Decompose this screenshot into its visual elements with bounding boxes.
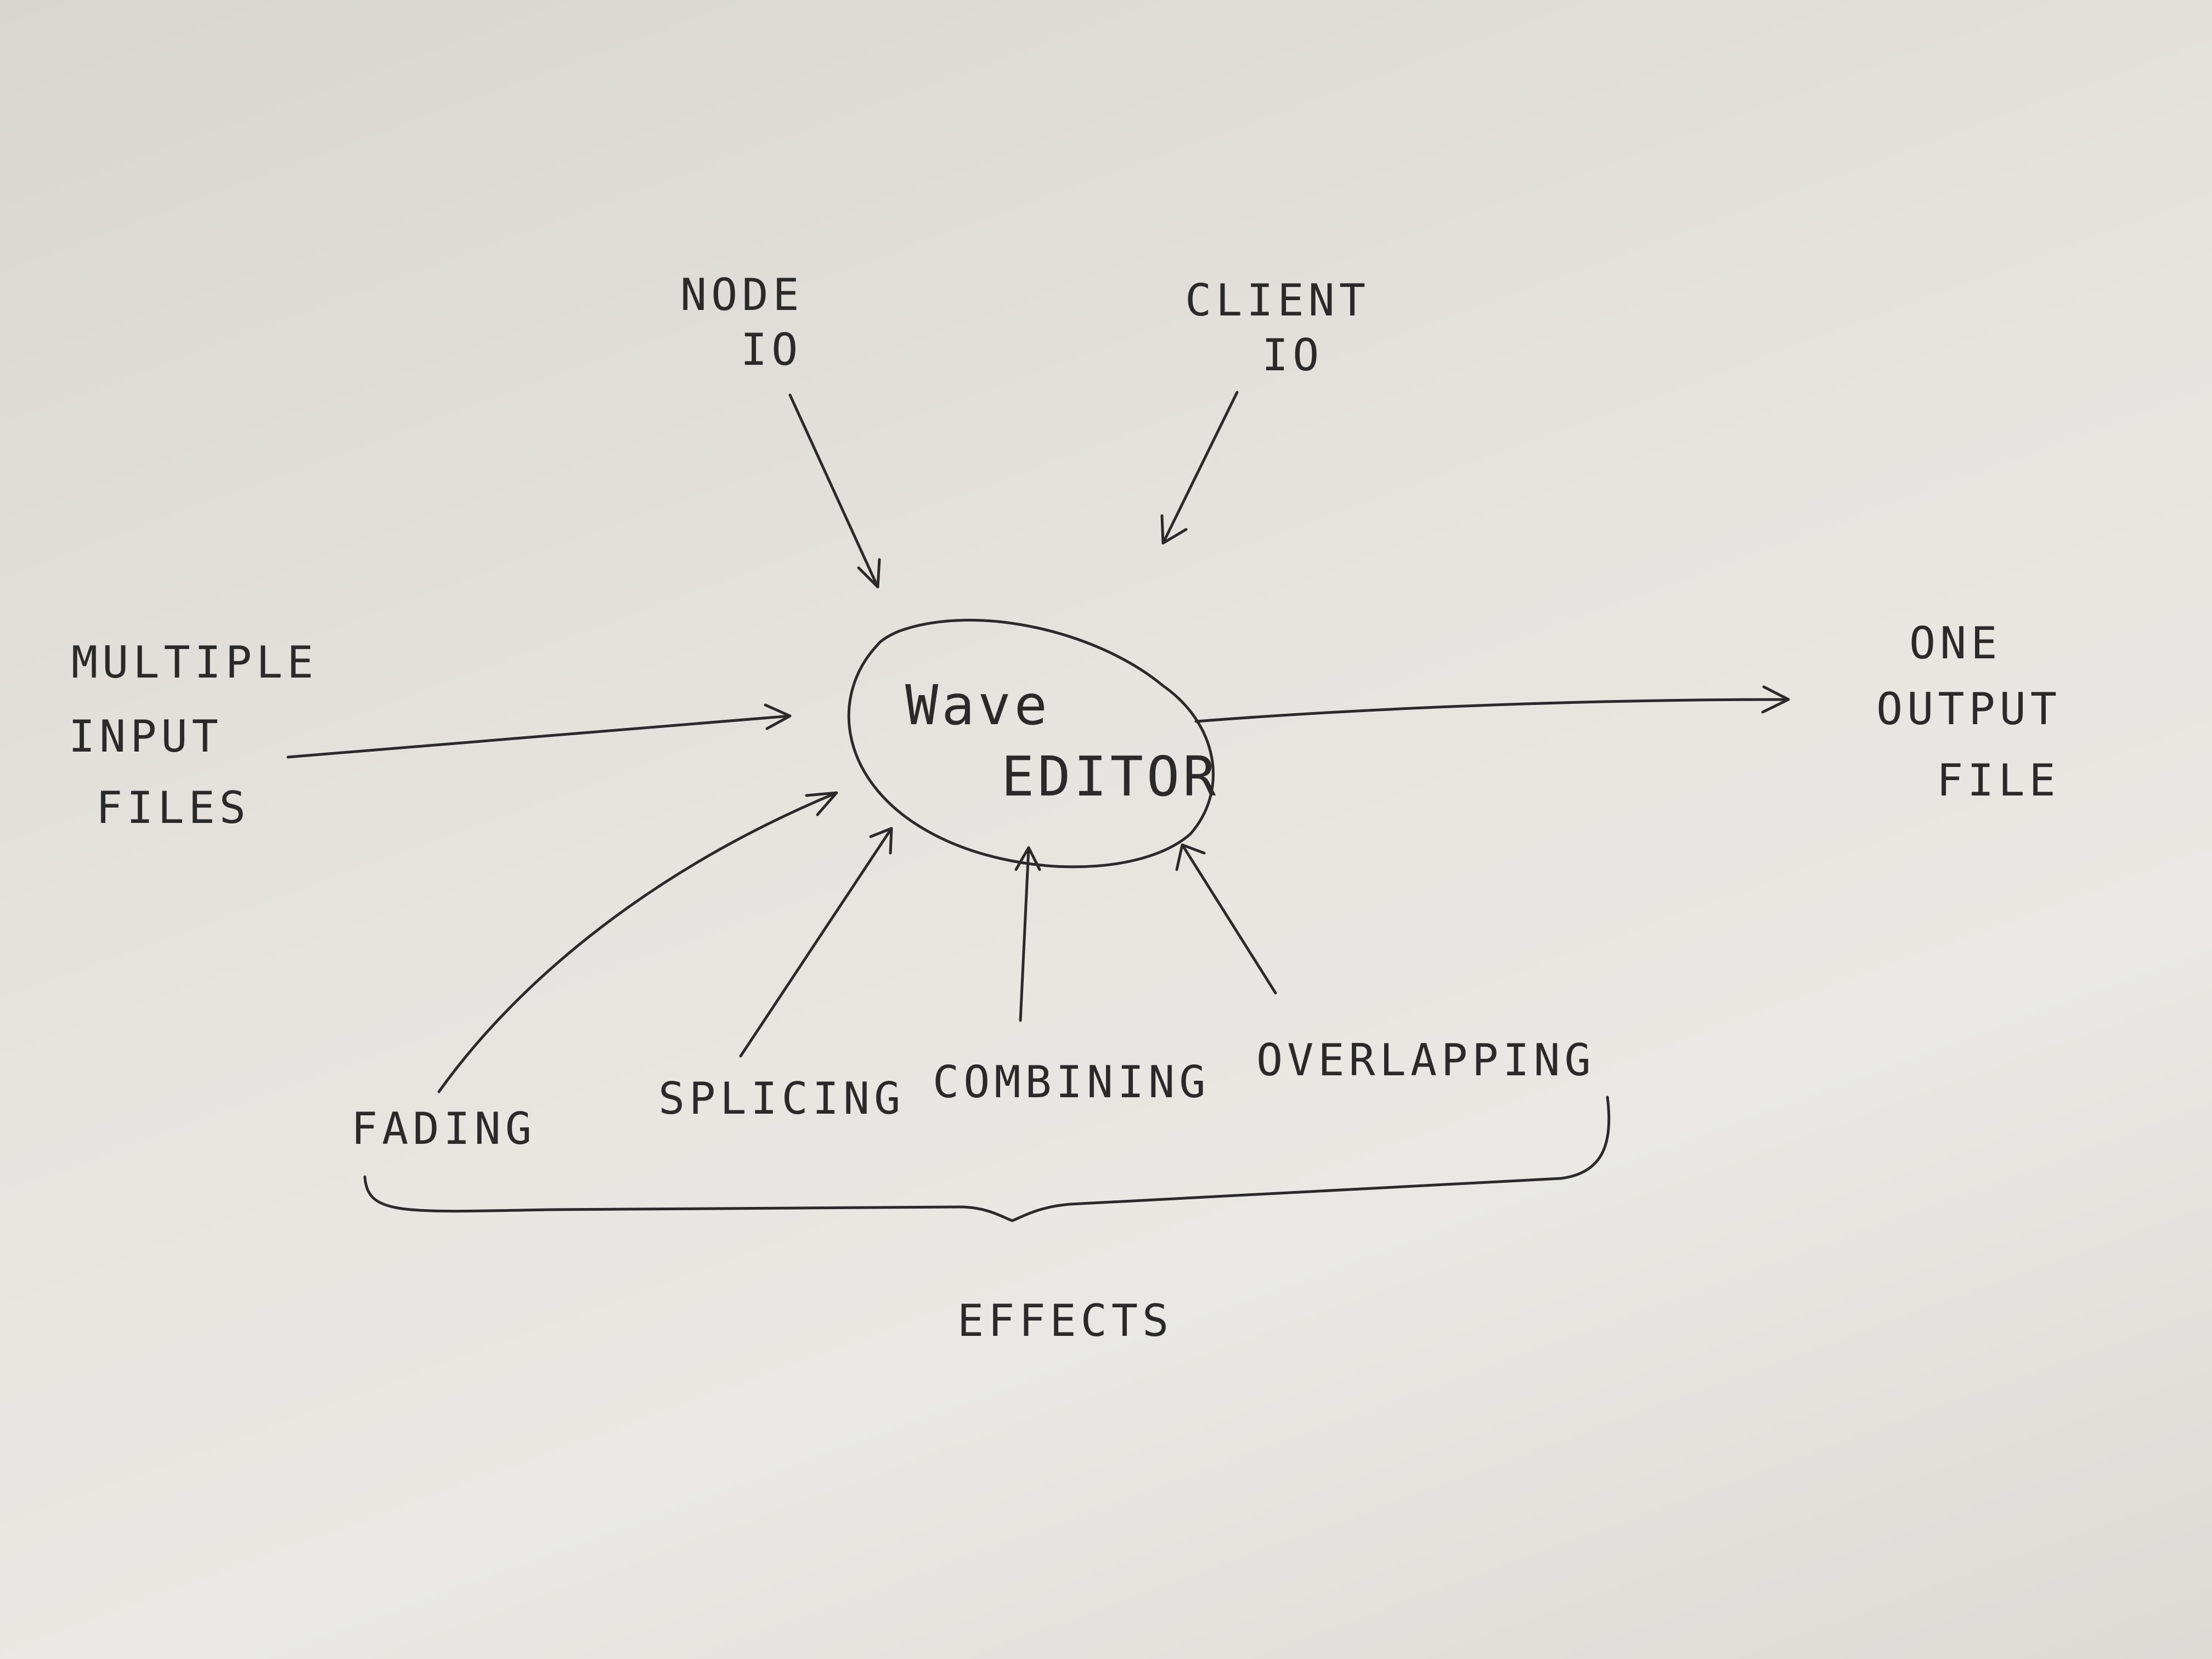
effect-overlapping-label: OVERLAPPING — [1256, 1035, 1595, 1086]
wave-editor-ellipse — [847, 618, 1215, 868]
client-io-label-line1: CLIENT — [1185, 275, 1370, 326]
client-io-input: CLIENT IO — [1160, 275, 1370, 545]
input-files-label-line3: FILES — [96, 782, 250, 833]
effect-fading: FADING — [351, 791, 838, 1154]
input-files-label-line2: INPUT — [69, 711, 223, 762]
effect-fading-label: FADING — [351, 1103, 536, 1154]
one-output-file: ONE OUTPUT FILE — [1194, 618, 2061, 806]
wave-editor-title-line1: Wave — [905, 673, 1051, 737]
effect-splicing: SPLICING — [658, 827, 905, 1124]
effect-combining: COMBINING — [933, 846, 1210, 1108]
effects-group: FADING SPLICING COMBINING OVERLAPPING EF… — [351, 791, 1611, 1346]
input-files-arrow — [286, 703, 792, 759]
client-io-arrow — [1160, 391, 1239, 545]
wave-editor-node: Wave EDITOR — [847, 618, 1219, 868]
effect-splicing-label: SPLICING — [658, 1073, 905, 1124]
node-io-arrow — [788, 393, 881, 589]
fading-arrow — [437, 791, 838, 1093]
effects-label: EFFECTS — [957, 1295, 1173, 1346]
splicing-arrow — [739, 827, 893, 1058]
output-file-label-line2: OUTPUT — [1876, 684, 2061, 735]
multiple-input-files: MULTIPLE INPUT FILES — [69, 637, 792, 833]
effect-overlapping: OVERLAPPING — [1175, 843, 1595, 1086]
overlapping-arrow — [1175, 843, 1277, 995]
output-file-label-line1: ONE — [1909, 618, 2002, 669]
effects-brace — [363, 1096, 1611, 1222]
output-file-arrow — [1194, 685, 1790, 723]
input-files-label-line1: MULTIPLE — [71, 637, 318, 688]
node-io-input: NODE IO — [680, 269, 881, 589]
output-file-label-line3: FILE — [1937, 755, 2060, 806]
node-io-label-line1: NODE — [680, 269, 804, 320]
node-io-label-line2: IO — [741, 324, 802, 375]
effect-combining-label: COMBINING — [933, 1057, 1210, 1108]
wave-editor-title-line2: EDITOR — [1001, 744, 1219, 809]
combining-arrow — [1014, 846, 1041, 1022]
client-io-label-line2: IO — [1262, 330, 1323, 381]
